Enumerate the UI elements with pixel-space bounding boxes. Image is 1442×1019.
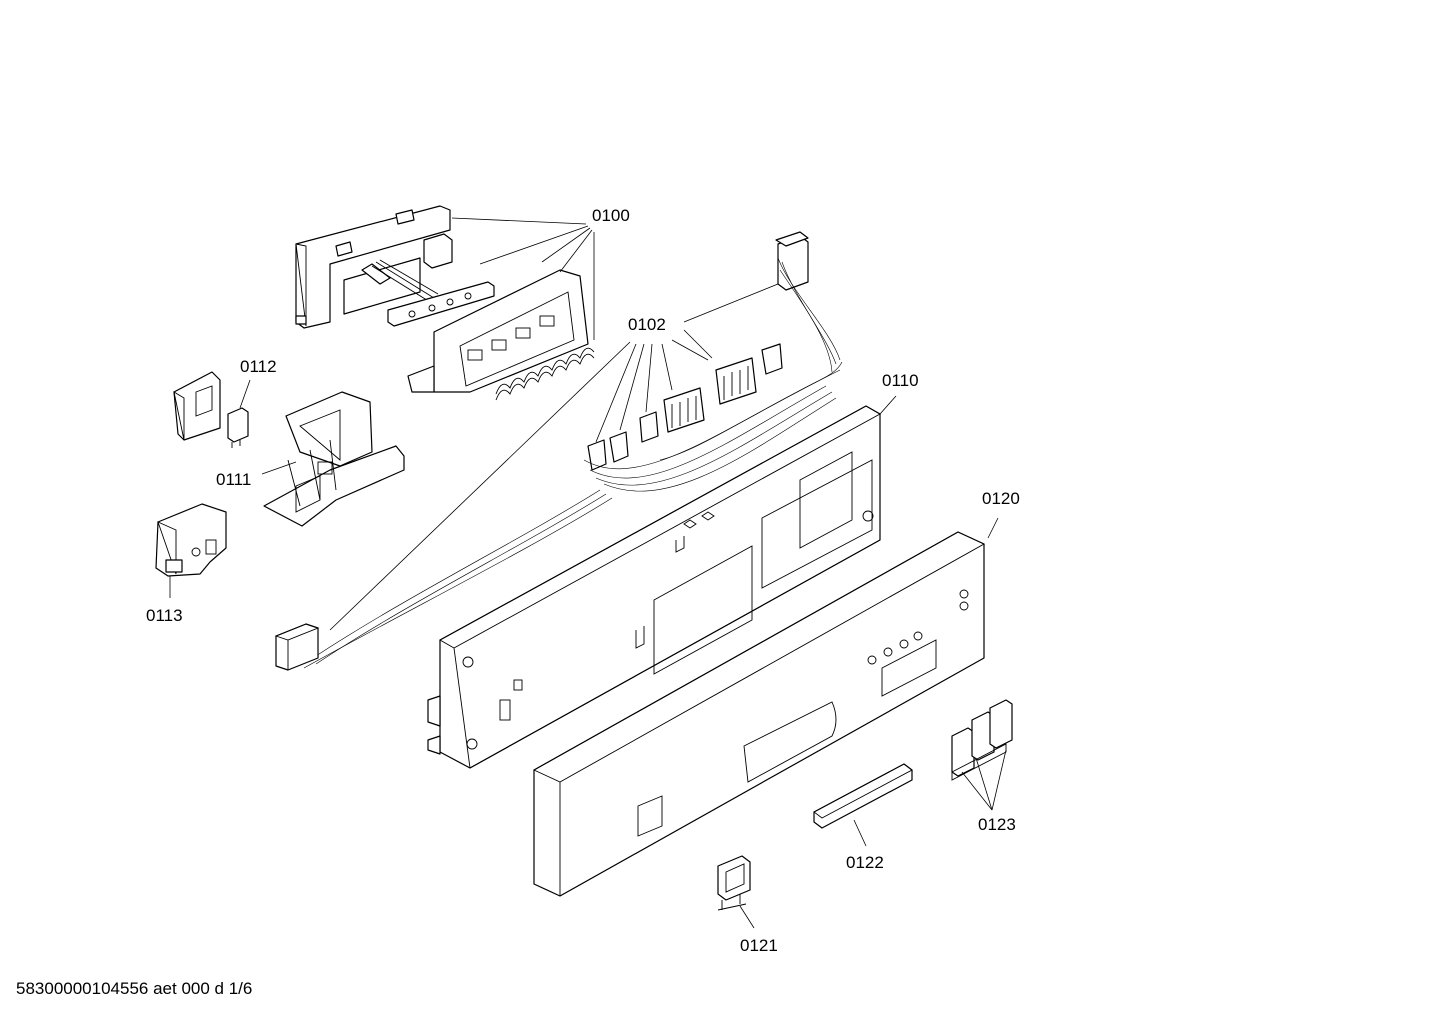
part-0113-switch[interactable]	[155, 503, 227, 577]
callout-0112: 0112	[240, 357, 277, 376]
callout-0122: 0122	[846, 853, 884, 872]
part-0120-fascia[interactable]	[533, 531, 985, 897]
leader-lines	[169, 217, 1007, 929]
callout-0121: 0121	[740, 936, 778, 955]
drawing-reference-code: 58300000104556 aet 000 d 1/6	[16, 979, 253, 998]
callout-0120: 0120	[982, 489, 1020, 508]
callout-0110: 0110	[882, 371, 919, 390]
callout-0111: 0111	[216, 470, 251, 489]
part-0112-bracket[interactable]	[173, 371, 221, 441]
part-0123-button-set[interactable]	[951, 699, 1013, 781]
callout-0102: 0102	[628, 315, 666, 334]
part-0100-control-module[interactable]	[295, 205, 595, 401]
callout-0100: 0100	[592, 206, 630, 225]
part-0112-relay[interactable]	[227, 407, 249, 448]
part-0121-button[interactable]	[717, 855, 751, 911]
part-0102-wiring-harness[interactable]	[274, 231, 843, 671]
part-0111-switch-carrier[interactable]	[263, 391, 405, 527]
part-0122-trim-strip[interactable]	[813, 763, 913, 829]
callout-0123: 0123	[978, 815, 1016, 834]
callout-0113: 0113	[146, 606, 183, 625]
